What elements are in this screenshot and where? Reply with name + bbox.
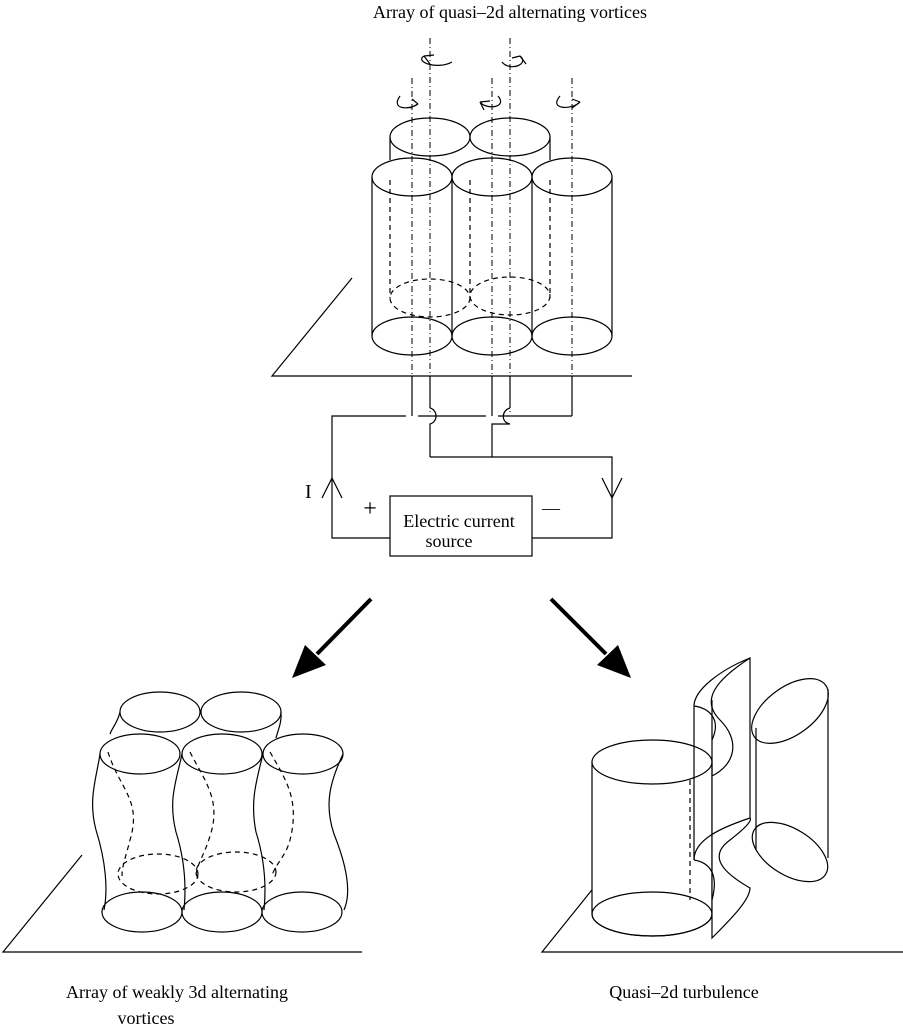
source-label-line2: source xyxy=(426,531,473,551)
plus-sign: + xyxy=(363,496,377,522)
current-down-arrow-icon xyxy=(601,477,623,500)
quasi-2d-turbulence xyxy=(540,656,903,953)
rotation-arrow-icon xyxy=(556,95,581,109)
top-title: Array of quasi–2d alternating vortices xyxy=(373,2,647,22)
transition-arrow-right xyxy=(549,597,631,678)
back-vortex-right xyxy=(469,117,551,316)
front-vortex-right xyxy=(531,157,613,356)
electric-circuit: I + — Electric current source xyxy=(305,376,623,557)
rotation-arrow-icon xyxy=(421,54,453,66)
rotation-arrow-icon xyxy=(479,95,501,111)
bottom-right-caption: Quasi–2d turbulence xyxy=(609,982,758,1002)
rotation-arrow-icon xyxy=(396,95,419,109)
current-source-box xyxy=(389,495,533,557)
transition-arrow-left xyxy=(292,597,373,678)
current-label: I xyxy=(305,481,312,503)
top-vortex-array xyxy=(270,38,632,415)
rotation-arrow-icon xyxy=(501,55,527,68)
weakly-3d-vortex-array xyxy=(1,691,362,953)
bottom-left-caption-line2: vortices xyxy=(118,1008,175,1028)
minus-sign: — xyxy=(541,498,561,518)
current-up-arrow-icon xyxy=(321,476,343,499)
bottom-left-caption-line1: Array of weakly 3d alternating xyxy=(66,982,288,1002)
source-label-line1: Electric current xyxy=(403,511,514,531)
